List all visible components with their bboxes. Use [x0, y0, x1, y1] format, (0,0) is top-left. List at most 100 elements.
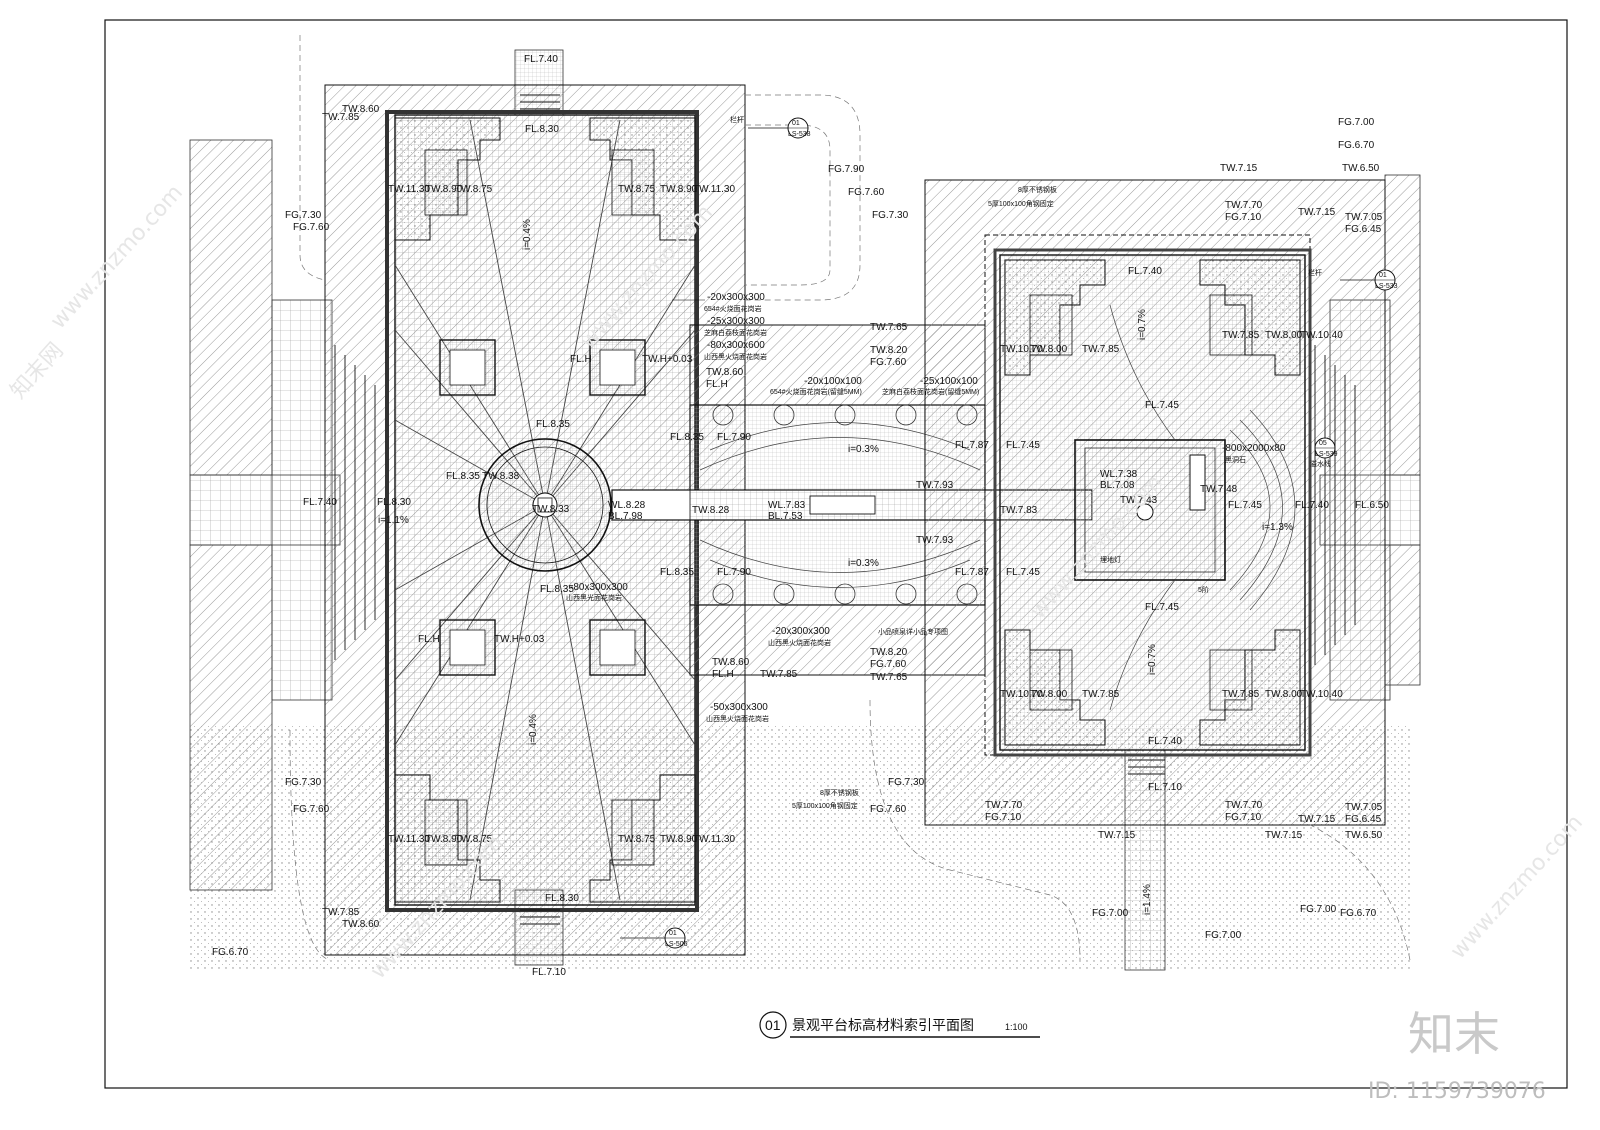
- elev-tw-7-15-se: TW.7.15: [1298, 814, 1336, 825]
- elev-tw-10-40-se: TW.10.40: [1300, 689, 1343, 700]
- elev-fl-8-35-sw: FL.8.35: [540, 584, 574, 595]
- note-25x300x300: -25x300x300: [707, 316, 765, 327]
- elev-fl-7-40-r-n: FL.7.40: [1128, 266, 1162, 277]
- elev-fl-6-50: FL.6.50: [1355, 500, 1389, 511]
- elev-fg-7-60-mid-s: FG.7.60: [870, 659, 907, 670]
- elev-fl-7-90-n: FL.7.90: [717, 432, 751, 443]
- elev-bl-7-98: BL.7.98: [608, 511, 643, 522]
- elev-tw-8-00-nw-r: TW.8.00: [1030, 344, 1068, 355]
- svg-text:01: 01: [1379, 272, 1387, 279]
- material-notes: -20x300x300 654#火烧面花岗岩 -25x300x300 芝麻白荔枝…: [566, 115, 1331, 810]
- elev-fg-7-60-n: FG.7.60: [848, 187, 885, 198]
- note-shanxi-black-n: 山西黑火烧面花岗岩: [704, 352, 767, 361]
- slope-w: i=1.1%: [378, 515, 409, 526]
- elev-tw-7-70-n: TW.7.70: [1225, 200, 1263, 211]
- title-scale: 1:100: [1005, 1022, 1028, 1032]
- svg-text:知末网: 知末网: [6, 338, 69, 404]
- elev-fl-8-30-s: FL.8.30: [545, 893, 579, 904]
- elev-tw-h-n: TW.H+0.03: [642, 354, 693, 365]
- elev-tw-8-90-nw: TW.8.90: [425, 184, 463, 195]
- elev-fl-8-35-se: FL.8.35: [660, 567, 694, 578]
- note-feature-pool: 5阶: [1198, 585, 1209, 594]
- elev-fl-7-90-s: FL.7.90: [717, 567, 751, 578]
- elev-tw-7-85-nw: TW.7.85: [322, 112, 360, 123]
- elev-wl-7-38: WL.7.38: [1100, 469, 1138, 480]
- note-20x300x300-n: -20x300x300: [707, 292, 765, 303]
- elev-fl-7-87-n: FL.7.87: [955, 440, 989, 451]
- index-tag-2: 01 LS-533: [1340, 269, 1398, 291]
- elev-tw-8-75-nw: TW.8.75: [455, 184, 493, 195]
- note-sesame-white: 芝麻白荔枝面花岗岩: [704, 328, 767, 337]
- elev-fg-7-60-w: FG.7.60: [293, 222, 330, 233]
- svg-text:LS-538: LS-538: [788, 131, 811, 138]
- elev-tw-8-90-sw: TW.8.90: [425, 834, 463, 845]
- elev-tw-7-70-se: TW.7.70: [1225, 800, 1263, 811]
- elev-tw-11-30-se: TW.11.30: [693, 834, 735, 845]
- note-shanxi-flamed-s: 山西黑火烧面花岗岩: [706, 714, 769, 723]
- elev-wl-7-83: WL.7.83: [768, 500, 806, 511]
- elev-bl-7-08: BL.7.08: [1100, 480, 1135, 491]
- elev-tw-7-85-sw-r: TW.7.85: [1082, 689, 1120, 700]
- elevation-labels: FL.7.40 TW.7.85 TW.8.60 FL.8.30 FG.7.90 …: [212, 54, 1389, 978]
- landscape-curves: [289, 35, 1411, 961]
- elev-tw-10-70-se: TW.10.70: [1000, 689, 1043, 700]
- elev-fl-7-40-w: FL.7.40: [303, 497, 337, 508]
- left-platform: [324, 84, 746, 956]
- note-50x300x300: -50x300x300: [710, 702, 768, 713]
- elev-tw-7-85-sw: TW.7.85: [322, 907, 360, 918]
- elev-tw-7-15-ne: TW.7.15: [1298, 207, 1336, 218]
- elev-tw-7-85-ne-r: TW.7.85: [1222, 330, 1260, 341]
- elev-fl-8-35-w: FL.8.35: [446, 471, 480, 482]
- elev-tw-7-70-s: TW.7.70: [985, 800, 1023, 811]
- index-tags: 01 LS-538 01 LS-533 05 LS-539 01 LS-506: [620, 117, 1398, 949]
- note-fountain: 小品喷泉详小品专项图: [878, 627, 948, 636]
- elev-tw-10-70-ne: TW.10.70: [1000, 344, 1043, 355]
- drawing-title: 01 景观平台标高材料索引平面图 1:100: [759, 1011, 1040, 1039]
- elev-fl-7-87-s: FL.7.87: [955, 567, 989, 578]
- svg-text:05: 05: [1319, 440, 1327, 447]
- elev-tw-7-83: TW.7.83: [1000, 505, 1038, 516]
- note-shanxi-black-s: 山西黑火烧面花岗岩: [768, 638, 831, 647]
- elev-fl-7-45-r-n: FL.7.45: [1145, 400, 1179, 411]
- elev-tw-7-48: TW.7.48: [1200, 484, 1238, 495]
- elev-fg-7-10-s: FG.7.10: [985, 812, 1022, 823]
- elev-fl-h-s: FL.H: [418, 634, 440, 645]
- elev-fl-8-35-c: FL.8.35: [536, 419, 570, 430]
- elev-tw-8-60-walk-n: TW.8.60: [706, 367, 744, 378]
- elev-tw-7-15-s: TW.7.15: [1098, 830, 1136, 841]
- elev-fg-7-00-se: FG.7.00: [1205, 930, 1242, 941]
- slope-walk-s: i=0.3%: [848, 558, 879, 569]
- elev-fg-6-70-ne: FG.6.70: [1338, 140, 1375, 151]
- elev-tw-8-90-se: TW.8.90: [660, 834, 698, 845]
- svg-text:01: 01: [792, 120, 800, 127]
- elev-fl-7-40-r-s: FL.7.40: [1148, 736, 1182, 747]
- elev-tw-8-75-sw: TW.8.75: [455, 834, 493, 845]
- elev-wl-8-28: WL.8.28: [608, 500, 646, 511]
- elev-fg-7-60-sw: FG.7.60: [293, 804, 330, 815]
- elev-tw-7-15-se2: TW.7.15: [1265, 830, 1303, 841]
- elev-fg-6-70-e: FG.6.70: [1340, 908, 1377, 919]
- elev-tw-8-75-se: TW.8.75: [618, 834, 656, 845]
- note-angle-steel-n: 5厚100x100角钢固定: [988, 199, 1054, 208]
- elev-tw-6-50-ne: TW.6.50: [1342, 163, 1380, 174]
- elev-fg-7-00-e: FG.7.00: [1300, 904, 1337, 915]
- elev-tw-h-s: TW.H+0.03: [494, 634, 545, 645]
- elev-fl-8-30-w: FL.8.30: [377, 497, 411, 508]
- elev-tw-8-60-sw: TW.8.60: [342, 919, 380, 930]
- note-railing-n: 栏杆: [730, 115, 744, 124]
- slope-walk-se: i=1.4%: [1142, 884, 1153, 915]
- elev-fl-7-40-top: FL.7.40: [524, 54, 558, 65]
- index-tag-4: 01 LS-506: [620, 927, 688, 949]
- elev-fg-6-70-sw: FG.6.70: [212, 947, 249, 958]
- elev-tw-7-85-nw-r: TW.7.85: [1082, 344, 1120, 355]
- slope-r-s: i=0.7%: [1147, 644, 1158, 675]
- elev-fl-7-45-r-s: FL.7.45: [1145, 602, 1179, 613]
- elev-fl-8-30-n: FL.8.30: [525, 124, 559, 135]
- elev-tw-8-33: TW.8.33: [532, 504, 570, 515]
- note-sesame-gap: 芝麻白荔枝面花岗岩(留缝5MM): [882, 387, 979, 396]
- elev-fl-7-10-r-s: FL.7.10: [1148, 782, 1182, 793]
- note-railing-e: 栏杆: [1308, 268, 1322, 277]
- elev-fl-h-n: FL.H: [570, 354, 592, 365]
- elev-fl-7-40-e: FL.7.40: [1295, 500, 1329, 511]
